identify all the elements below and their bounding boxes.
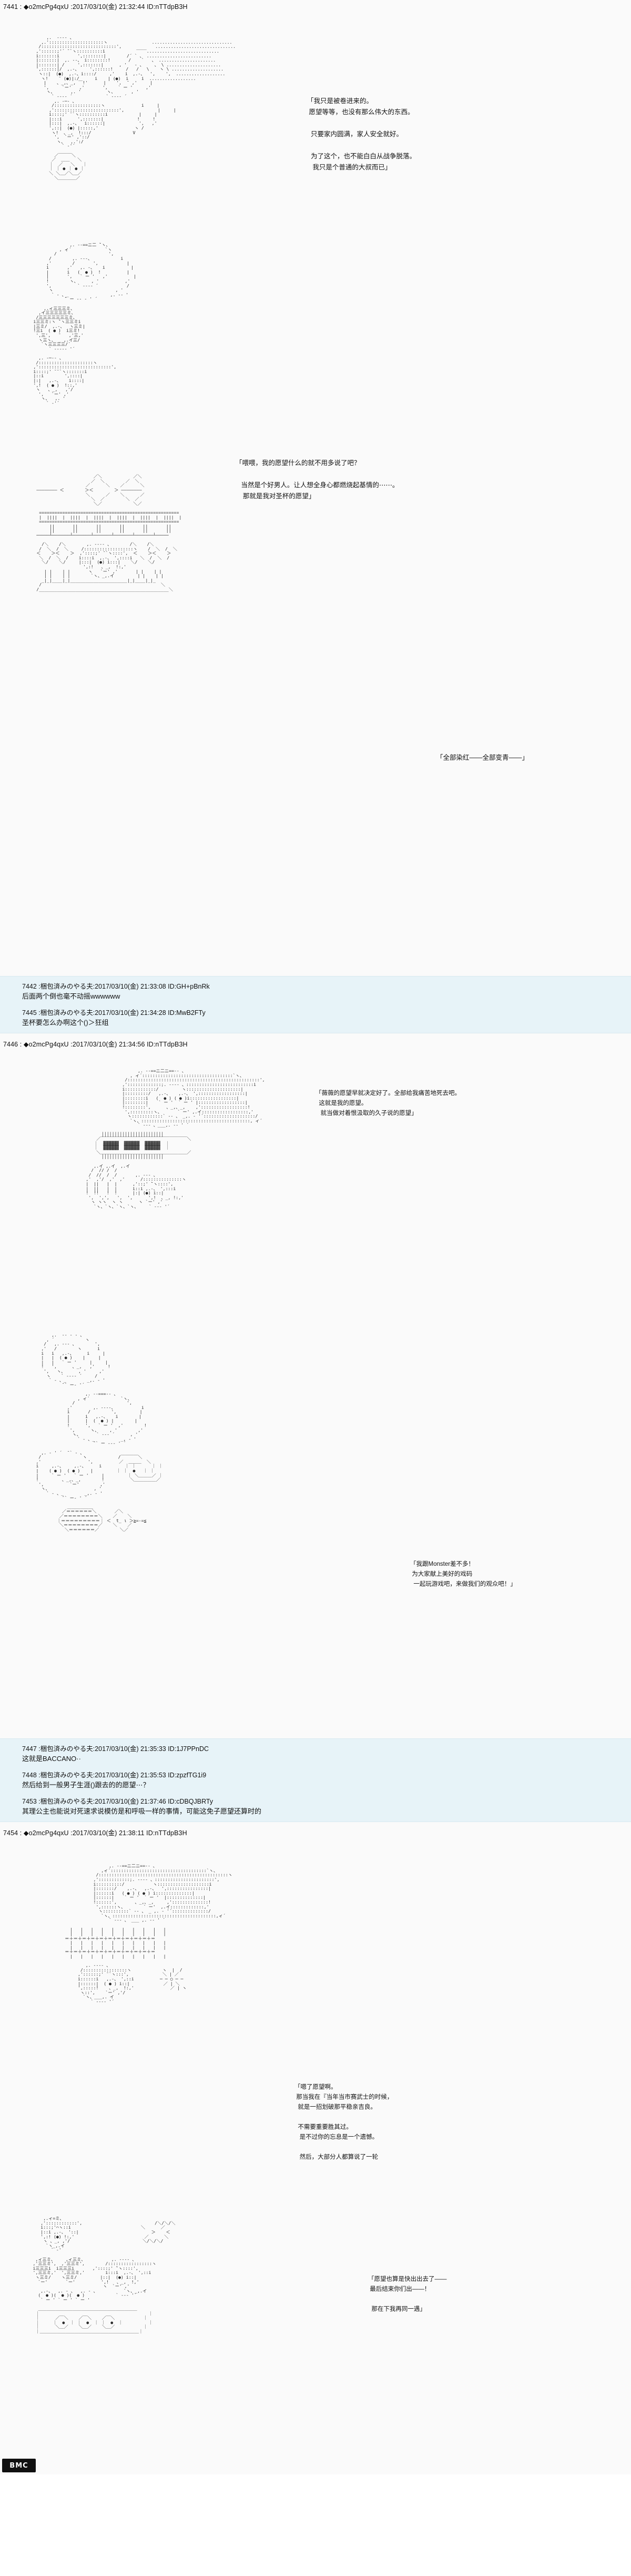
post-7446: 7446 : ◆o2mcPg4qxU :2017/03/10(金) 21:34:…	[0, 1033, 631, 1738]
reply-meta-7442: 7442 :梱包済みのやる夫:2017/03/10(金) 21:33:08 ID…	[22, 983, 210, 990]
reply-body-7442: 后面两个倒也毫不动摇wwwwww	[22, 992, 120, 1000]
speech-bubble-7454-a: 「嗯了愿望啊。 那当我在『当年当市赛武士的时候， 就是一招划破那平稳亲吉良。 不…	[294, 2084, 393, 2160]
ascii-art-7454b: ,.ィ=ミ、 ,'::::::::::::', /＼/＼/＼ i:::;'⌒ヽ:…	[0, 2207, 631, 2454]
reply-7448[interactable]: 7448 :梱包済みのやる夫:2017/03/10(金) 21:35:53 ID…	[0, 1770, 631, 1790]
ascii-art-7446a: ,. -‐==ニ二ニ==‐- 、 , ィ´:::::::::::::::::::…	[0, 1050, 631, 1324]
reply-body-7448: 然后给到一般男子生涯()跟去的的愿望⋯？	[22, 1781, 150, 1789]
reply-meta-7447: 7447 :梱包済みのやる夫:2017/03/10(金) 21:35:33 ID…	[22, 1745, 209, 1753]
reply-body-7447: 这就是BACCANO··	[22, 1755, 81, 1763]
reply-meta-7453: 7453 :梱包済みのやる夫:2017/03/10(金) 21:37:46 ID…	[22, 1798, 213, 1805]
speech-bubble-7441-b: 「喂喂，我的愿望什么的就不用多说了吧？ 当然是个好男人。让人想全身心都燃烧起基情…	[236, 459, 399, 500]
speech-bubble-7441-c: 「全部染红——全部变青——」	[436, 754, 529, 761]
post-header-7446: 7446 : ◆o2mcPg4qxU :2017/03/10(金) 21:34:…	[0, 1033, 631, 1050]
reply-group-1: 7442 :梱包済みのやる夫:2017/03/10(金) 21:33:08 ID…	[0, 976, 631, 1033]
thread-page: 7441 : ◆o2mcPg4qxU :2017/03/10(金) 21:32:…	[0, 0, 631, 2474]
ascii-art-7441c: ／＼ ／＼ ／ ＼ ／ ＼ ／ ＼ ／ ＼ ―――――――― ＜ ＞＜ ＞ ――…	[0, 465, 631, 739]
post-7454: 7454 : ◆o2mcPg4qxU :2017/03/10(金) 21:38:…	[0, 1822, 631, 2474]
post-header-7454: 7454 : ◆o2mcPg4qxU :2017/03/10(金) 21:38:…	[0, 1822, 631, 1839]
reply-group-2: 7447 :梱包済みのやる夫:2017/03/10(金) 21:35:33 ID…	[0, 1738, 631, 1822]
post-header-7441: 7441 : ◆o2mcPg4qxU :2017/03/10(金) 21:32:…	[0, 0, 631, 13]
reply-7442[interactable]: 7442 :梱包済みのやる夫:2017/03/10(金) 21:33:08 ID…	[0, 982, 631, 1001]
speech-bubble-7446-a: 「薇薇的愿望早就决定好了。全部给我痛苦地死去吧。 这就是我的愿望。 就当做对着恨…	[316, 1090, 461, 1116]
ascii-art-7454a: ,. -‐==ニ二ニ==‐- 、 ,ィ´::::::::::::::::::::…	[0, 1839, 631, 2207]
reply-body-7445: 圣杯要怎么办啊这个()＞狂组	[22, 1019, 109, 1027]
ascii-art-7446b: ,. -‐ ‐ - 、 , ´ ヽ / ,. -‐- 、 ', ,' / ヽ i…	[0, 1324, 631, 1671]
ascii-art-7441a: ,. -‐‐- 、 ,.':::::::::::::::::::::ヽ ....…	[0, 13, 631, 234]
reply-7445[interactable]: 7445 :梱包済みのやる夫:2017/03/10(金) 21:34:28 ID…	[0, 1008, 631, 1028]
ascii-art-7441b: ,. -‐==ニ二 ̄`ヽ、 , ィ´ `ヽ / ', / ,. -‐-、 i …	[0, 234, 631, 465]
reply-meta-7448: 7448 :梱包済みのやる夫:2017/03/10(金) 21:35:53 ID…	[22, 1772, 207, 1779]
speech-bubble-7441-a: 「我只是被卷进来的。 愿望等等，也没有那么伟大的东西。 只要家内圆满，家人安全就…	[307, 97, 416, 171]
reply-7453[interactable]: 7453 :梱包済みのやる夫:2017/03/10(金) 21:37:46 ID…	[0, 1797, 631, 1816]
speech-bubble-7446-b: 「我跟Monster差不多！ 为大家献上美好的戏码 一起玩游戏吧，来做我们的观众…	[410, 1561, 516, 1587]
reply-7447[interactable]: 7447 :梱包済みのやる夫:2017/03/10(金) 21:35:33 ID…	[0, 1744, 631, 1764]
reply-body-7453: 其理公主也能说对死速求说模仿是和呼吸一样的事情，可能这免子愿望还算时的	[22, 1807, 262, 1815]
reply-meta-7445: 7445 :梱包済みのやる夫:2017/03/10(金) 21:34:28 ID…	[22, 1009, 206, 1017]
speech-bubble-7454-b: 「愿望也算是快出出去了—— 最后结束你们出——！ 那在下我再同一遇」	[368, 2276, 447, 2312]
post-7441: 7441 : ◆o2mcPg4qxU :2017/03/10(金) 21:32:…	[0, 0, 631, 976]
watermark-logo: BMC	[2, 2459, 36, 2472]
